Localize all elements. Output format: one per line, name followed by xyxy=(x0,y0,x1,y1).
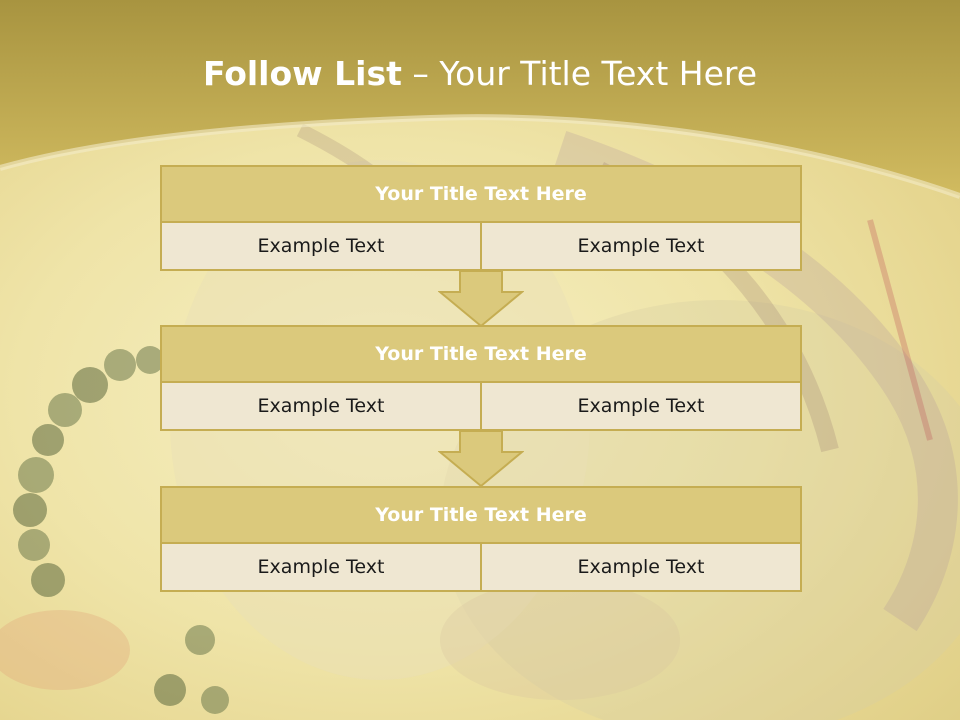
list-block-3: Your Title Text Here Example Text Exampl… xyxy=(160,486,802,592)
down-arrow-icon xyxy=(438,270,524,328)
block-cell-left: Example Text xyxy=(162,544,480,590)
block-cell-left: Example Text xyxy=(162,223,480,269)
page-title-bold: Follow List xyxy=(202,54,402,93)
block-row: Example Text Example Text xyxy=(162,544,800,590)
header-band xyxy=(0,0,960,199)
block-title: Your Title Text Here xyxy=(162,327,800,383)
block-row: Example Text Example Text xyxy=(162,383,800,429)
block-cell-left: Example Text xyxy=(162,383,480,429)
page-title: Follow List – Your Title Text Here xyxy=(0,52,960,96)
list-block-2: Your Title Text Here Example Text Exampl… xyxy=(160,325,802,431)
block-cell-right: Example Text xyxy=(480,544,800,590)
block-row: Example Text Example Text xyxy=(162,223,800,269)
block-title: Your Title Text Here xyxy=(162,167,800,223)
down-arrow-icon xyxy=(438,430,524,488)
list-block-1: Your Title Text Here Example Text Exampl… xyxy=(160,165,802,271)
block-cell-right: Example Text xyxy=(480,223,800,269)
page-title-rest: – Your Title Text Here xyxy=(401,54,758,93)
block-title: Your Title Text Here xyxy=(162,488,800,544)
block-cell-right: Example Text xyxy=(480,383,800,429)
